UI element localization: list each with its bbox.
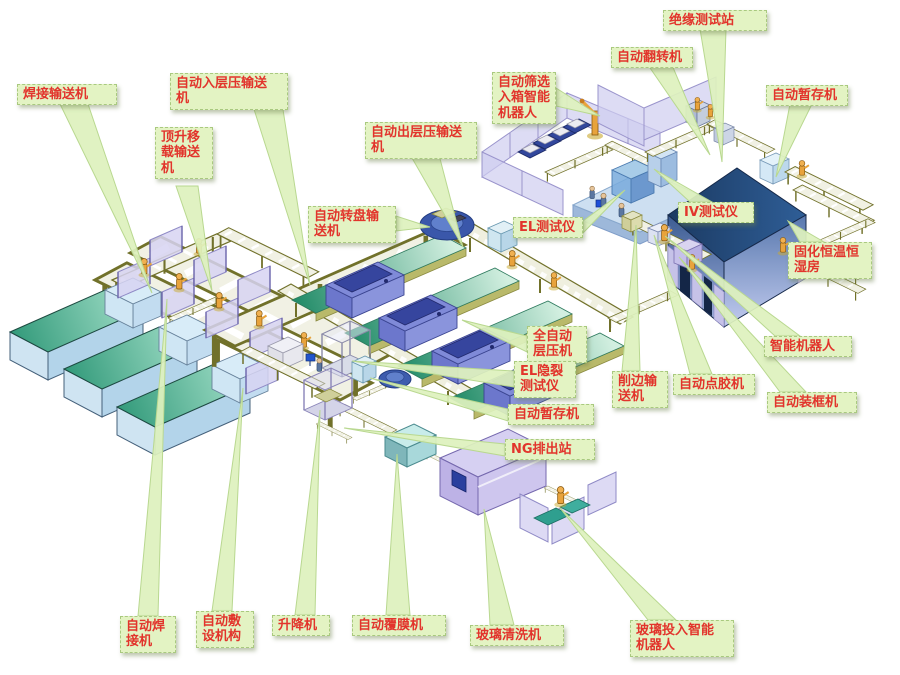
edge-trim-machine bbox=[621, 210, 643, 233]
label-el-crack-tester: EL隐裂 测试仪 bbox=[514, 361, 576, 398]
label-in-laminator-conveyor: 自动入层压输送 机 bbox=[170, 73, 288, 110]
leader-el-tester bbox=[582, 189, 626, 235]
label-sorting-boxing-robot: 自动筛选 入箱智能 机器人 bbox=[492, 72, 556, 124]
label-auto-dispenser: 自动点胶机 bbox=[673, 374, 755, 396]
leader-lines bbox=[59, 28, 826, 626]
el-tester-machine bbox=[610, 159, 656, 204]
label-lift-transfer-conveyor: 顶升移 载输送 机 bbox=[155, 127, 213, 179]
label-turntable-conveyor: 自动转盘输 送机 bbox=[308, 206, 396, 243]
label-smart-robot: 智能机器人 bbox=[764, 336, 852, 358]
label-curing-room: 固化恒温恒 湿房 bbox=[788, 242, 872, 279]
leader-auto-film-machine bbox=[385, 453, 411, 616]
leader-glass-washer bbox=[483, 508, 515, 626]
leader-glass-loading-robot bbox=[559, 507, 678, 621]
leader-lift-transfer-conveyor bbox=[175, 185, 213, 292]
leader-sorting-boxing-robot bbox=[555, 87, 601, 117]
label-el-tester: EL测试仪 bbox=[513, 217, 583, 239]
label-auto-film-machine: 自动覆膜机 bbox=[352, 615, 446, 637]
label-auto-layup-mechanism: 自动敷 设机构 bbox=[196, 611, 254, 648]
leader-turntable-conveyor bbox=[395, 215, 431, 232]
label-iv-tester: IV测试仪 bbox=[678, 202, 754, 224]
label-ng-eject-station: NG排出站 bbox=[505, 439, 595, 461]
label-auto-buffer-top: 自动暂存机 bbox=[766, 85, 848, 107]
label-glass-loading-robot: 玻璃投入智能 机器人 bbox=[630, 620, 734, 657]
leader-lift-machine bbox=[294, 409, 321, 616]
label-full-auto-laminator: 全自动 层压机 bbox=[527, 326, 587, 363]
label-auto-flip-machine: 自动翻转机 bbox=[611, 47, 693, 69]
label-auto-framer: 自动装框机 bbox=[767, 392, 857, 414]
label-glass-washer: 玻璃清洗机 bbox=[470, 625, 564, 647]
label-out-laminator-conveyor: 自动出层压输送 机 bbox=[365, 122, 477, 159]
label-lift-machine: 升降机 bbox=[272, 615, 330, 637]
label-welding-conveyor: 焊接输送机 bbox=[17, 84, 117, 106]
leader-edge-trim-conveyor bbox=[621, 224, 641, 372]
leader-welding-conveyor bbox=[59, 103, 153, 294]
label-auto-welder: 自动焊 接机 bbox=[120, 616, 176, 653]
label-insulation-test-station: 绝缘测试站 bbox=[663, 10, 767, 32]
label-edge-trim-conveyor: 削边输 送机 bbox=[612, 371, 668, 408]
label-auto-buffer-mid: 自动暂存机 bbox=[508, 404, 594, 426]
